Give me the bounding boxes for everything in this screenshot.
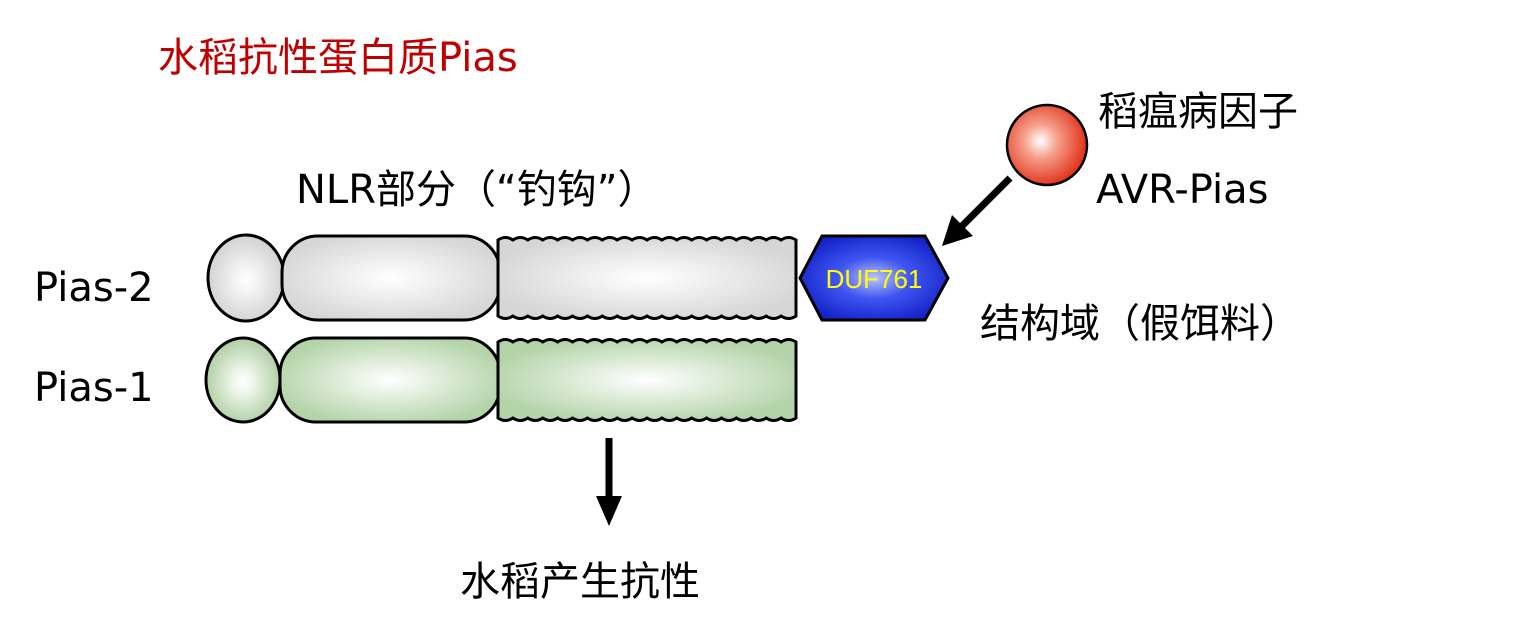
outcome-label: 水稻产生抗性 xyxy=(460,559,700,605)
binding-arrow-shaft xyxy=(959,175,1013,229)
decoy-domain-label: 结构域（假饵料） xyxy=(980,301,1300,347)
binding-arrow-head xyxy=(942,215,973,246)
pias2-domain-1 xyxy=(206,233,286,323)
pias1-domain-1 xyxy=(204,336,282,424)
diagram-title: 水稻抗性蛋白质Pias xyxy=(158,35,518,81)
duf761-label: DUF761 xyxy=(826,264,923,294)
pias2-label: Pias-2 xyxy=(34,265,154,311)
effector-ball xyxy=(1005,103,1089,187)
nlr-region-label: NLR部分（“钓钩”） xyxy=(296,167,658,213)
effector-id-label: AVR-Pias xyxy=(1096,167,1269,213)
pias1-label: Pias-1 xyxy=(34,365,154,411)
duf761-domain xyxy=(798,234,950,322)
pias1-domain-2 xyxy=(278,336,502,424)
pias2-lrr-domain xyxy=(496,236,798,320)
outcome-arrow-head xyxy=(596,496,622,526)
effector-name-label: 稻瘟病因子 xyxy=(1098,89,1298,135)
pias1-lrr-domain xyxy=(496,338,798,422)
pias2-domain-2 xyxy=(280,234,502,322)
